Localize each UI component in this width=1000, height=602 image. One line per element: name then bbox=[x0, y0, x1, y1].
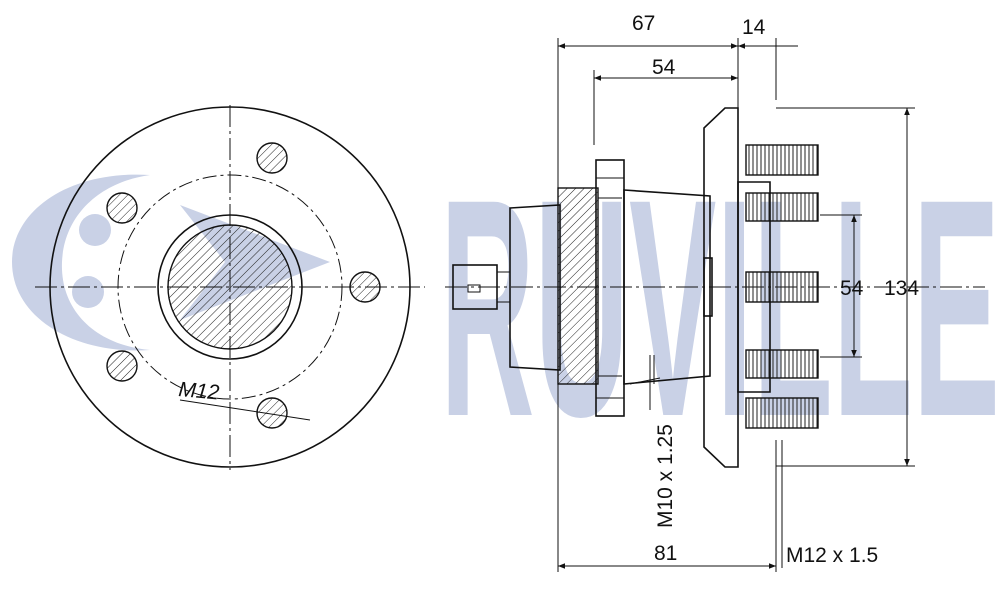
stud-hole-3 bbox=[349, 271, 381, 303]
bolt-circle bbox=[117, 174, 343, 400]
wheel-stud-3 bbox=[745, 271, 819, 303]
stud-hole-4 bbox=[106, 350, 138, 382]
flange-pilot bbox=[703, 257, 713, 317]
wheel-flange bbox=[703, 107, 739, 468]
wheel-stud-2 bbox=[745, 192, 819, 222]
center-thread-label: M10 x 1.25 bbox=[654, 424, 677, 528]
stud-hole-1 bbox=[256, 142, 288, 174]
flange-outline bbox=[49, 106, 411, 468]
watermark-emblem-icon bbox=[12, 174, 150, 351]
hub-body bbox=[623, 189, 711, 385]
dim-134-label: 134 bbox=[884, 277, 919, 300]
dim-81-label: 81 bbox=[654, 542, 677, 565]
dim-67-label: 67 bbox=[632, 12, 655, 35]
sensor-pin bbox=[467, 284, 481, 293]
stud-hole-5 bbox=[256, 397, 288, 429]
wheel-stud-1 bbox=[745, 144, 819, 176]
bolt-thread-label: M12 x 1.5 bbox=[786, 544, 878, 567]
stud-size-label: M12 bbox=[178, 378, 221, 405]
sensor-connector bbox=[452, 264, 498, 310]
bearing-ring-hatched bbox=[557, 187, 599, 385]
hub-bore-outer bbox=[157, 214, 303, 360]
hub-bore-hatched bbox=[167, 224, 293, 350]
dim-54-side-label: 54 bbox=[840, 277, 864, 300]
m12-leader-line bbox=[179, 399, 311, 421]
wheel-stud-5 bbox=[745, 397, 819, 429]
wheel-stud-4 bbox=[745, 349, 819, 379]
dim-14-label: 14 bbox=[742, 16, 766, 39]
stud-hole-2 bbox=[106, 192, 138, 224]
watermark-text: RUVILLE bbox=[440, 134, 1000, 481]
front-view: M12 bbox=[35, 105, 425, 470]
dimension-lines: 67 14 54 54 134 81 M12 x 1.5 M10 x 1.25 bbox=[557, 12, 919, 572]
dim-54-top-label: 54 bbox=[652, 56, 676, 79]
hub-drum bbox=[737, 181, 771, 393]
